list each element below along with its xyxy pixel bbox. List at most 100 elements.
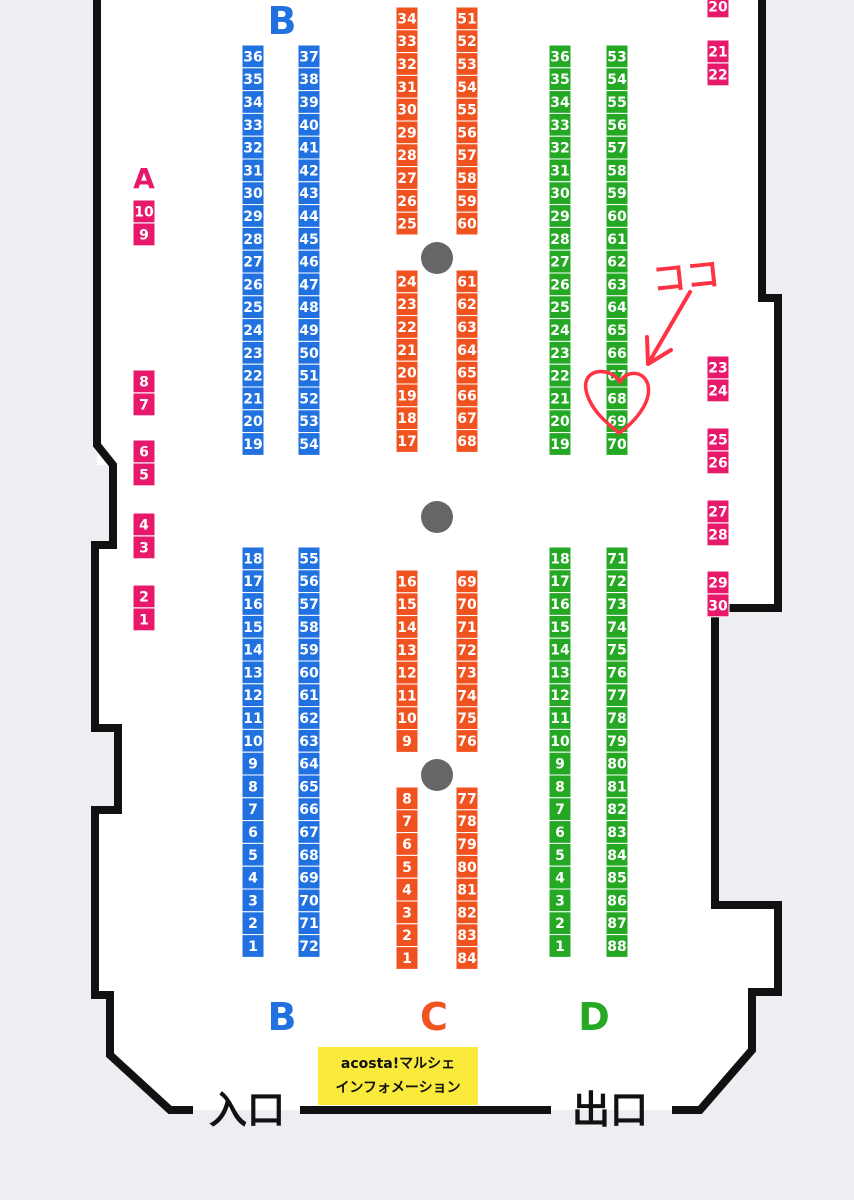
booth-b-59[interactable]: 59 [297,637,321,662]
booth-b-58[interactable]: 58 [297,614,321,639]
booth-b-69[interactable]: 69 [297,865,321,890]
booth-d-75[interactable]: 75 [605,637,629,662]
booth-c-80[interactable]: 80 [455,854,479,879]
booth-d-36[interactable]: 36 [548,44,572,69]
booth-d-24[interactable]: 24 [548,318,572,342]
booth-wall-24[interactable]: 24 [706,378,730,403]
booth-d-85[interactable]: 85 [605,865,629,890]
booth-b-60[interactable]: 60 [297,660,321,685]
booth-c-51[interactable]: 51 [455,6,479,31]
booth-b-44[interactable]: 44 [297,204,321,228]
booth-c-74[interactable]: 74 [455,683,479,708]
booth-a-4[interactable]: 4 [132,512,156,537]
booth-a-2[interactable]: 2 [132,584,156,609]
booth-wall-30[interactable]: 30 [706,593,730,618]
booth-b-36[interactable]: 36 [241,44,265,69]
booth-c-12[interactable]: 12 [395,660,419,685]
booth-b-39[interactable]: 39 [297,90,321,114]
booth-d-59[interactable]: 59 [605,181,629,206]
booth-b-19[interactable]: 19 [241,432,265,456]
booth-b-71[interactable]: 71 [297,911,321,936]
booth-d-21[interactable]: 21 [548,386,572,411]
booth-c-31[interactable]: 31 [395,74,419,99]
booth-d-74[interactable]: 74 [605,614,629,639]
booth-b-25[interactable]: 25 [241,295,265,320]
booth-b-14[interactable]: 14 [241,637,265,662]
booth-c-29[interactable]: 29 [395,120,419,145]
booth-c-62[interactable]: 62 [455,292,479,317]
booth-c-63[interactable]: 63 [455,315,479,339]
booth-b-65[interactable]: 65 [297,774,321,799]
booth-c-21[interactable]: 21 [395,337,419,362]
booth-d-78[interactable]: 78 [605,706,629,730]
booth-d-84[interactable]: 84 [605,842,629,867]
booth-d-23[interactable]: 23 [548,340,572,365]
booth-c-61[interactable]: 61 [455,269,479,294]
booth-b-49[interactable]: 49 [297,318,321,342]
booth-b-29[interactable]: 29 [241,204,265,228]
booth-d-86[interactable]: 86 [605,888,629,913]
booth-c-10[interactable]: 10 [395,706,419,731]
booth-d-61[interactable]: 61 [605,226,629,251]
booth-b-20[interactable]: 20 [241,409,265,434]
booth-c-5[interactable]: 5 [395,854,419,879]
booth-c-65[interactable]: 65 [455,360,479,385]
booth-b-27[interactable]: 27 [241,249,265,274]
booth-b-4[interactable]: 4 [241,865,265,890]
booth-b-1[interactable]: 1 [241,934,265,958]
booth-b-38[interactable]: 38 [297,67,321,92]
booth-b-54[interactable]: 54 [297,432,321,456]
booth-c-54[interactable]: 54 [455,74,479,99]
booth-c-79[interactable]: 79 [455,832,479,856]
booth-a-5[interactable]: 5 [132,462,156,487]
booth-c-72[interactable]: 72 [455,637,479,662]
booth-c-2[interactable]: 2 [395,923,419,948]
booth-d-22[interactable]: 22 [548,363,572,388]
booth-b-26[interactable]: 26 [241,272,265,297]
booth-d-9[interactable]: 9 [548,751,572,776]
booth-c-82[interactable]: 82 [455,900,479,925]
booth-b-64[interactable]: 64 [297,751,321,776]
booth-d-15[interactable]: 15 [548,614,572,639]
booth-b-12[interactable]: 12 [241,683,265,708]
booth-c-77[interactable]: 77 [455,786,479,811]
booth-a-10[interactable]: 10 [132,199,156,224]
booth-b-16[interactable]: 16 [241,592,265,616]
booth-d-29[interactable]: 29 [548,204,572,228]
booth-b-11[interactable]: 11 [241,706,265,730]
booth-d-18[interactable]: 18 [548,546,572,571]
booth-a-3[interactable]: 3 [132,535,156,560]
booth-b-33[interactable]: 33 [241,112,265,137]
booth-d-72[interactable]: 72 [605,569,629,594]
booth-c-76[interactable]: 76 [455,729,479,753]
booth-d-80[interactable]: 80 [605,751,629,776]
booth-d-31[interactable]: 31 [548,158,572,183]
booth-c-53[interactable]: 53 [455,52,479,76]
booth-d-17[interactable]: 17 [548,569,572,594]
booth-c-7[interactable]: 7 [395,809,419,834]
booth-b-40[interactable]: 40 [297,112,321,137]
booth-a-7[interactable]: 7 [132,392,156,417]
booth-c-26[interactable]: 26 [395,188,419,213]
booth-d-13[interactable]: 13 [548,660,572,685]
booth-d-77[interactable]: 77 [605,683,629,708]
booth-b-24[interactable]: 24 [241,318,265,342]
booth-d-6[interactable]: 6 [548,820,572,844]
booth-c-33[interactable]: 33 [395,29,419,54]
booth-b-53[interactable]: 53 [297,409,321,434]
booth-c-55[interactable]: 55 [455,97,479,122]
booth-b-22[interactable]: 22 [241,363,265,388]
booth-b-34[interactable]: 34 [241,90,265,114]
booth-c-14[interactable]: 14 [395,615,419,639]
booth-a-6[interactable]: 6 [132,439,156,464]
booth-wall-21[interactable]: 21 [706,39,730,64]
booth-d-4[interactable]: 4 [548,865,572,890]
booth-c-15[interactable]: 15 [395,592,419,617]
booth-d-30[interactable]: 30 [548,181,572,206]
booth-b-70[interactable]: 70 [297,888,321,913]
booth-c-58[interactable]: 58 [455,166,479,190]
booth-c-64[interactable]: 64 [455,337,479,362]
booth-c-11[interactable]: 11 [395,683,419,708]
booth-b-46[interactable]: 46 [297,249,321,274]
booth-c-30[interactable]: 30 [395,97,419,122]
